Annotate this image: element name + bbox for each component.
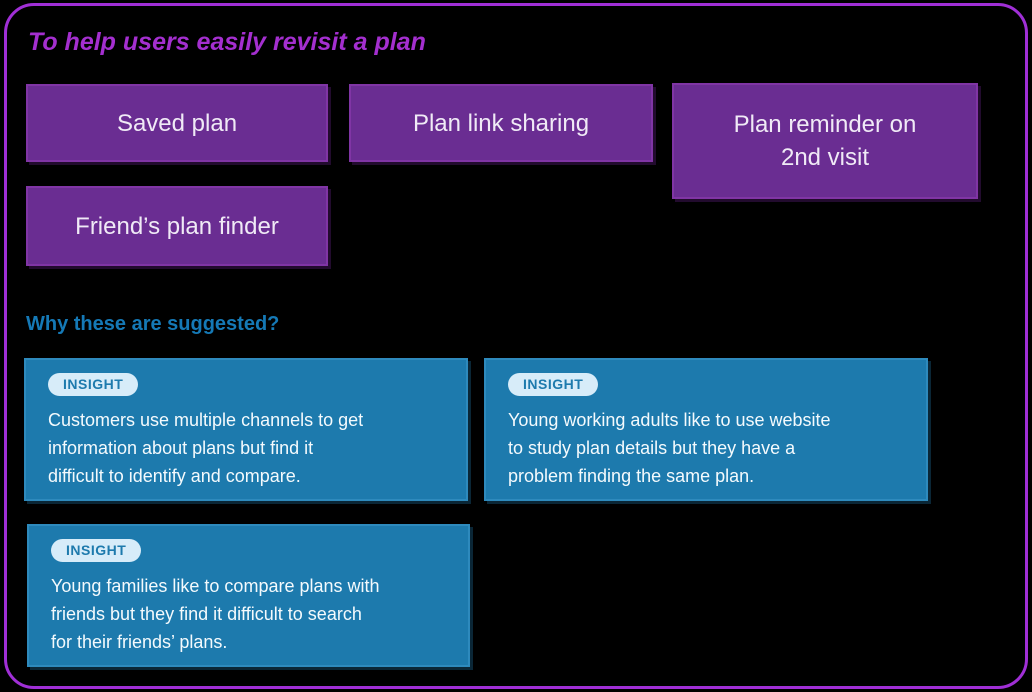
plan-box-plan-reminder[interactable]: Plan reminder on 2nd visit: [672, 83, 978, 199]
insight-text: Customers use multiple channels to get i…: [48, 410, 364, 486]
board-frame-border: [4, 3, 1028, 689]
plan-box-plan-link-sharing[interactable]: Plan link sharing: [349, 84, 653, 162]
insight-badge: INSIGHT: [508, 373, 599, 396]
insight-card-young-working-adults[interactable]: INSIGHT Young working adults like to use…: [484, 358, 928, 501]
insight-text: Young families like to compare plans wit…: [51, 576, 380, 652]
page-title: To help users easily revisit a plan: [28, 28, 426, 56]
insight-badge: INSIGHT: [51, 539, 142, 562]
insight-card-young-families[interactable]: INSIGHT Young families like to compare p…: [27, 524, 470, 667]
insights-section-heading: Why these are suggested?: [26, 313, 280, 335]
insight-text: Young working adults like to use website…: [508, 410, 831, 486]
plan-box-label: Plan link sharing: [412, 109, 590, 137]
plan-box-label: Friend’s plan finder: [75, 212, 279, 240]
plan-box-label: Plan reminder on 2nd visit: [733, 111, 917, 171]
insight-card-multiple-channels[interactable]: INSIGHT Customers use multiple channels …: [24, 358, 468, 501]
plan-box-label: Saved plan: [116, 109, 238, 137]
plan-box-saved-plan[interactable]: Saved plan: [26, 84, 328, 162]
plan-box-friends-plan-finder[interactable]: Friend’s plan finder: [26, 186, 328, 266]
insight-badge: INSIGHT: [48, 373, 139, 396]
